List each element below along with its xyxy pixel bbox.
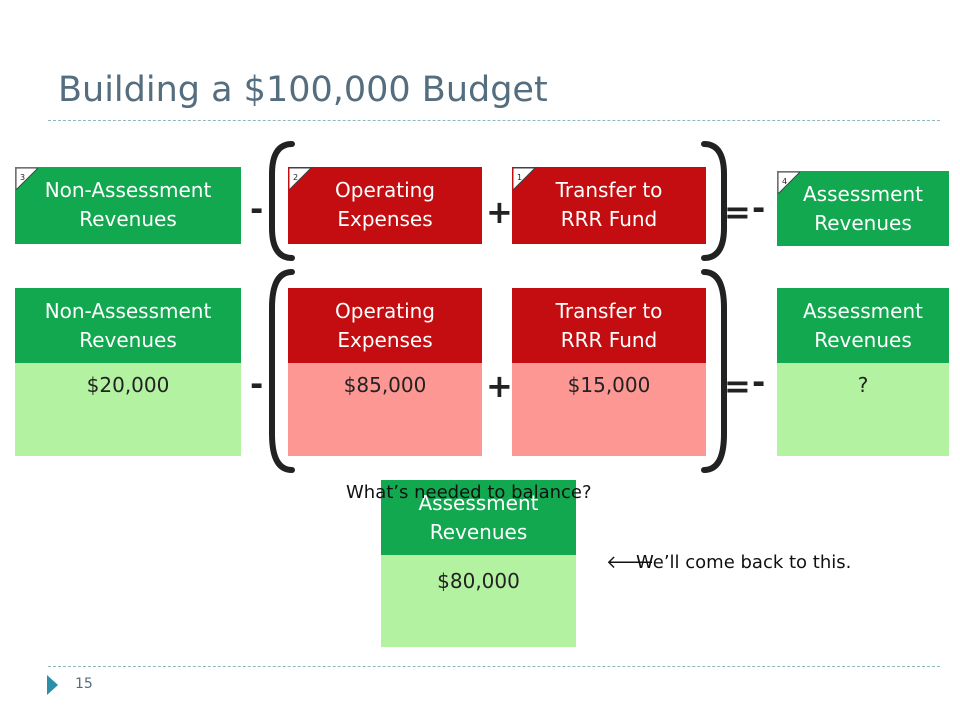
come-back-note: We’ll come back to this. [636,552,852,573]
top-equals-sign: = [724,193,751,231]
tag-4-number: 4 [782,177,788,186]
bottom-non-assessment-label: Non-Assessment Revenues [44,298,212,352]
bottom-operating-card: Operating Expenses $85,000 [288,288,482,456]
top-minus-sign: - [250,190,264,228]
tag-2-icon [289,168,311,190]
top-operating-label: Operating Expenses [335,178,435,231]
tag-1-number: 1 [517,173,523,182]
slide-title: Building a $100,000 Budget [58,70,548,110]
bottom-transfer-value: $15,000 [512,363,706,456]
bottom-divider [48,666,940,667]
result-assessment-value: $80,000 [381,555,576,647]
bottom-assessment-value: ? [777,363,949,456]
page-number: 15 [75,676,93,692]
top-assessment-label: Assessment Revenues [803,182,923,235]
bottom-right-parenthesis-icon [701,269,727,473]
top-operating-box: Operating Expenses [288,167,482,244]
bottom-transfer-label: Transfer to RRR Fund [555,298,663,352]
bottom-plus-sign: + [486,367,513,405]
bottom-left-parenthesis-icon [269,269,295,473]
bottom-assessment-label: Assessment Revenues [803,298,923,352]
result-assessment-card: Assessment Revenues $80,000 [381,480,576,647]
top-transfer-label: Transfer to RRR Fund [555,178,663,231]
tag-2-number: 2 [293,173,299,182]
tag-3-number: 3 [20,173,26,182]
top-transfer-box: Transfer to RRR Fund [512,167,706,244]
bottom-equals-sign: = [724,367,751,405]
tag-1-icon [513,168,535,190]
balance-question: What’s needed to balance? [346,482,592,503]
top-right-parenthesis-icon [701,141,727,261]
tag-3-icon [16,168,38,190]
bottom-transfer-header: Transfer to RRR Fund [512,288,706,363]
top-minus-sign-2: - [752,189,766,227]
result-assessment-label: Assessment Revenues [418,490,539,544]
top-assessment-box: Assessment Revenues [777,171,949,246]
bottom-minus-sign-2: - [752,363,766,401]
bottom-minus-sign: - [250,365,264,403]
result-assessment-header: Assessment Revenues [381,480,576,555]
bottom-non-assessment-header: Non-Assessment Revenues [15,288,241,363]
bottom-non-assessment-card: Non-Assessment Revenues $20,000 [15,288,241,456]
top-plus-sign: + [486,193,513,231]
bottom-operating-value: $85,000 [288,363,482,456]
bottom-assessment-header: Assessment Revenues [777,288,949,363]
slide-bullet-icon [47,675,58,695]
bottom-assessment-card: Assessment Revenues ? [777,288,949,456]
top-divider [48,120,940,121]
bottom-operating-label: Operating Expenses [335,298,435,352]
top-non-assessment-box: Non-Assessment Revenues [15,167,241,244]
bottom-transfer-card: Transfer to RRR Fund $15,000 [512,288,706,456]
bottom-non-assessment-value: $20,000 [15,363,241,456]
arrow-left-icon: 🡐 [606,552,655,573]
top-left-parenthesis-icon [269,141,295,261]
top-non-assessment-label: Non-Assessment Revenues [44,178,212,231]
bottom-operating-header: Operating Expenses [288,288,482,363]
tag-4-icon [778,172,800,194]
